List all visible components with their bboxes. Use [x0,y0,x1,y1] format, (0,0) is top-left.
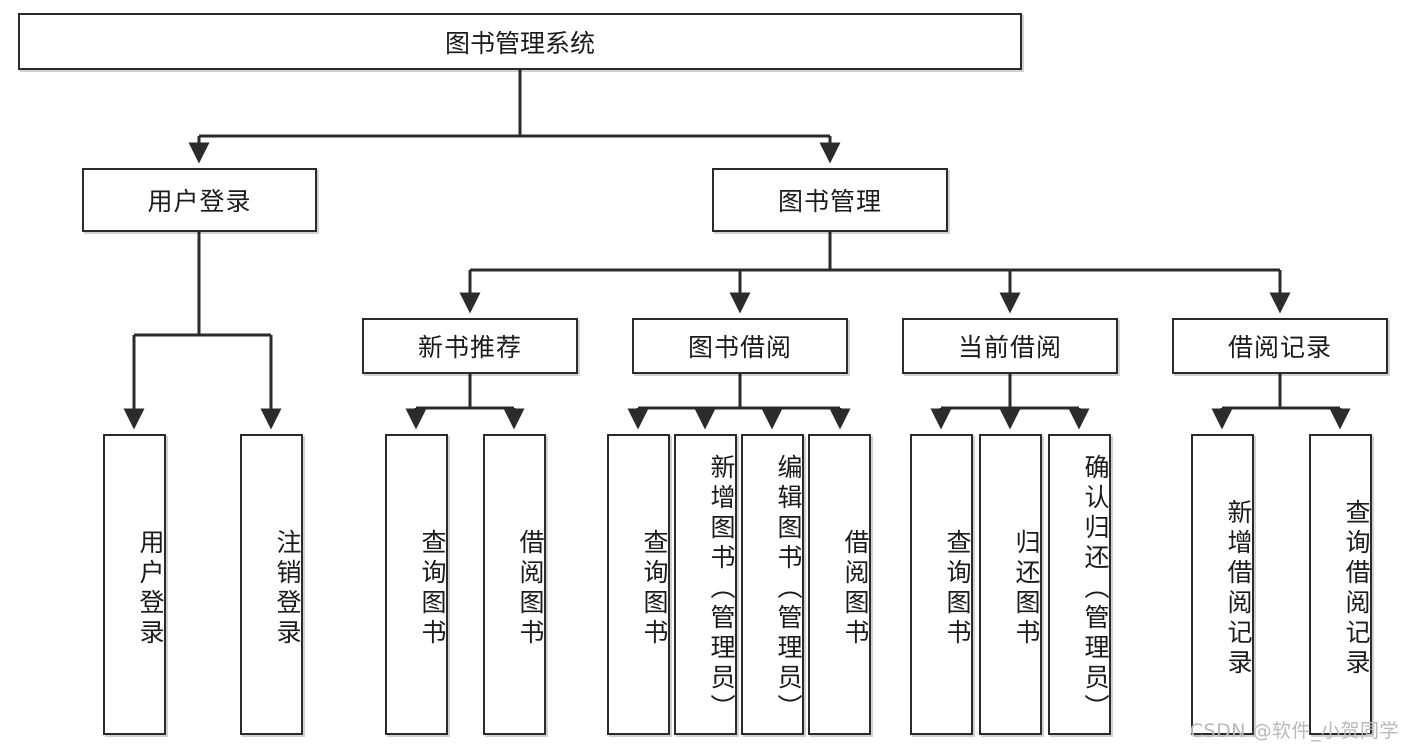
leaf-user-login-signout[interactable]: 注销登录 [240,434,303,735]
leaf-record-add-label: 新增借阅记录 [1224,498,1253,679]
leaf-current-confirm-return[interactable]: 确认归还（管理员） [1048,434,1111,735]
leaf-borrow-add-book-label: 新增图书（管理员） [707,453,736,724]
leaf-new-book-query-label: 查询图书 [418,528,447,649]
node-user-login[interactable]: 用户登录 [82,168,317,232]
leaf-borrow-edit-book-label: 编辑图书（管理员） [774,453,803,724]
leaf-borrow-add-book[interactable]: 新增图书（管理员） [674,434,737,735]
node-borrow-records-label: 借阅记录 [1227,333,1332,362]
leaf-new-book-borrow[interactable]: 借阅图书 [483,434,546,735]
csdn-watermark: CSDN @软件_小贺同学 [1189,720,1399,742]
leaf-current-return-book-label: 归还图书 [1012,528,1041,649]
node-root-system[interactable]: 图书管理系统 [18,13,1022,70]
node-book-management-label: 图书管理 [777,187,882,216]
node-new-book-recommend-label: 新书推荐 [417,333,522,362]
leaf-borrow-borrow-book[interactable]: 借阅图书 [808,434,871,735]
leaf-current-confirm-return-label: 确认归还（管理员） [1081,453,1110,724]
leaf-user-login-signin-label: 用户登录 [136,528,165,649]
node-borrow-records[interactable]: 借阅记录 [1172,318,1388,374]
leaf-current-query-book-label: 查询图书 [943,528,972,649]
leaf-record-query-label: 查询借阅记录 [1342,498,1371,679]
node-book-borrow[interactable]: 图书借阅 [632,318,848,374]
leaf-record-query[interactable]: 查询借阅记录 [1309,434,1372,735]
leaf-current-query-book[interactable]: 查询图书 [910,434,973,735]
node-user-login-label: 用户登录 [147,187,252,216]
node-book-management[interactable]: 图书管理 [712,168,948,232]
leaf-new-book-borrow-label: 借阅图书 [516,528,545,649]
leaf-borrow-query-book[interactable]: 查询图书 [607,434,670,735]
leaf-borrow-query-book-label: 查询图书 [640,528,669,649]
node-current-borrow-label: 当前借阅 [957,333,1062,362]
node-book-borrow-label: 图书借阅 [687,333,792,362]
leaf-new-book-query[interactable]: 查询图书 [385,434,448,735]
leaf-record-add[interactable]: 新增借阅记录 [1191,434,1254,735]
node-new-book-recommend[interactable]: 新书推荐 [362,318,578,374]
leaf-borrow-borrow-book-label: 借阅图书 [841,528,870,649]
leaf-current-return-book[interactable]: 归还图书 [979,434,1042,735]
leaf-user-login-signout-label: 注销登录 [273,528,302,649]
node-current-borrow[interactable]: 当前借阅 [902,318,1118,374]
leaf-user-login-signin[interactable]: 用户登录 [103,434,166,735]
leaf-borrow-edit-book[interactable]: 编辑图书（管理员） [741,434,804,735]
node-root-system-label: 图书管理系统 [444,28,595,58]
